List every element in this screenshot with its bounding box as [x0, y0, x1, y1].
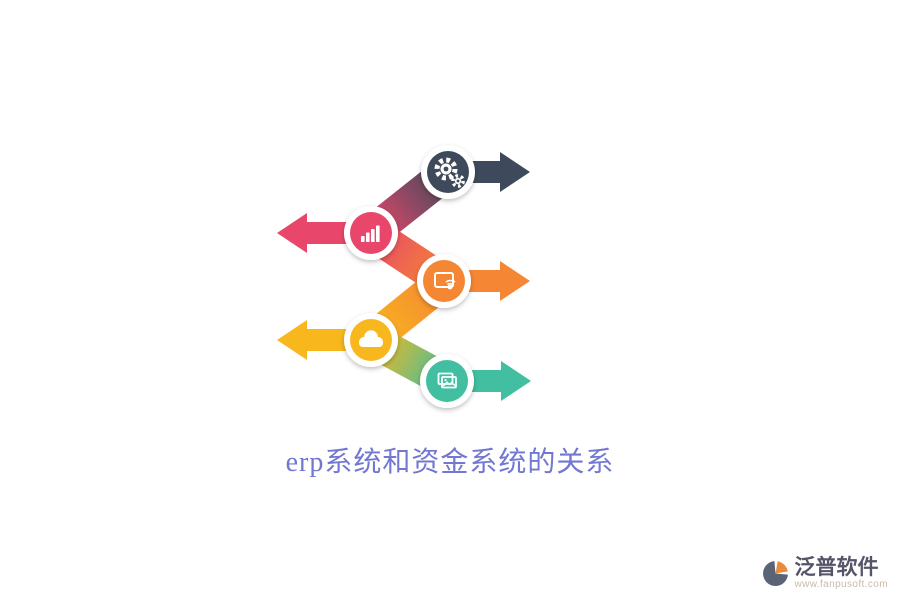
step-badge-4	[344, 313, 398, 367]
images-icon	[437, 372, 457, 389]
gear-icon	[434, 157, 465, 188]
brand-footer: 泛普软件 www.fanpusoft.com	[762, 556, 888, 590]
step-badge-1	[421, 145, 475, 199]
bar-chart-icon	[361, 225, 380, 242]
brand-url: www.fanpusoft.com	[794, 578, 888, 590]
caption-title: erp系统和资金系统的关系	[285, 447, 615, 478]
fanpu-logo-icon	[763, 560, 789, 586]
touch-screen-icon	[434, 272, 456, 290]
step-badge-5	[420, 354, 474, 408]
cloud-icon	[359, 330, 383, 347]
brand-name: 泛普软件	[794, 555, 879, 580]
step-badge-2	[344, 206, 398, 260]
step-badge-3	[417, 254, 471, 308]
